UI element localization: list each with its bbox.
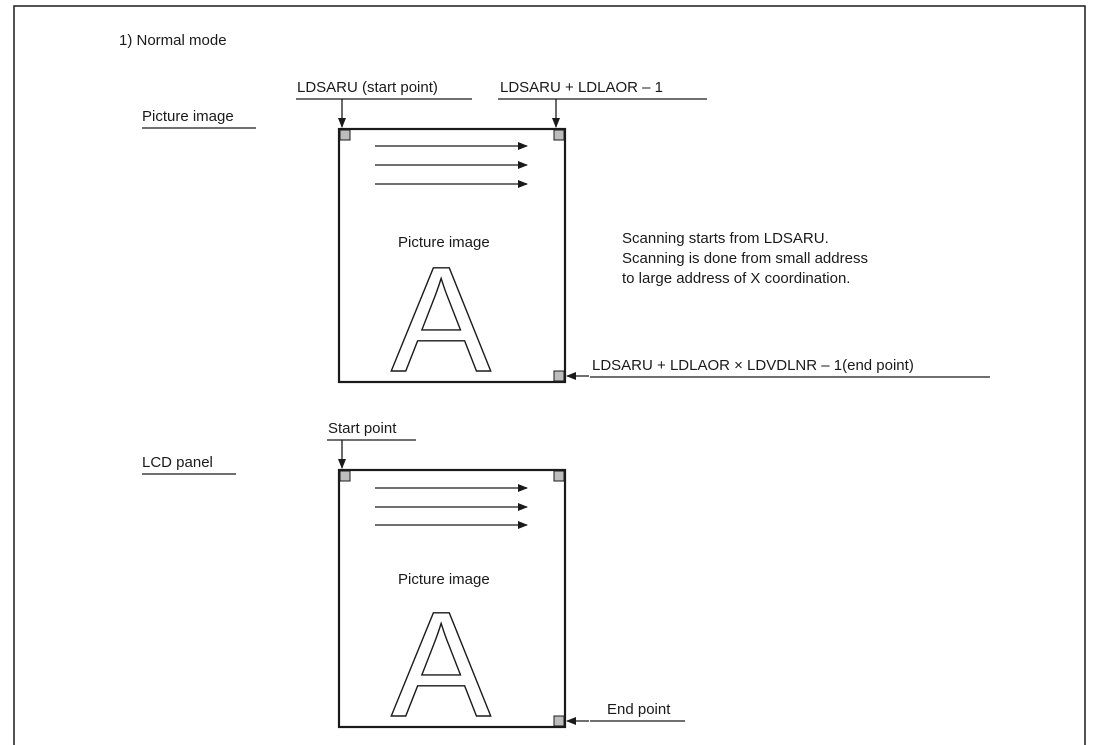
scan-note-line-2: Scanning is done from small address (622, 250, 868, 267)
start-point-label: LDSARU (start point) (297, 79, 438, 96)
lcd-corner-marker-bottom-right (554, 716, 564, 726)
picture-letter-a: A (391, 235, 491, 403)
scan-note-line-1: Scanning starts from LDSARU. (622, 230, 829, 247)
lcd-corner-marker-top-right (554, 471, 564, 481)
corner-marker-bottom-right (554, 371, 564, 381)
picture-image-side-label: Picture image (142, 108, 234, 125)
lcd-panel-diagram: LCD panel Start point Picture image A En… (142, 420, 685, 745)
section-title: 1) Normal mode (119, 32, 227, 49)
end-point-label: LDSARU + LDLAOR × LDVDLNR – 1(end point) (592, 357, 914, 374)
scan-note-line-3: to large address of X coordination. (622, 270, 850, 287)
lcd-corner-marker-top-left (340, 471, 350, 481)
picture-image-diagram: Picture image LDSARU (start point) LDSAR… (142, 79, 990, 403)
corner-marker-top-left (340, 130, 350, 140)
corner-marker-top-right (554, 130, 564, 140)
line-end-address-label: LDSARU + LDLAOR – 1 (500, 79, 663, 96)
lcd-start-point-label: Start point (328, 420, 397, 437)
lcd-picture-letter-a: A (391, 580, 491, 745)
lcd-end-point-label: End point (607, 701, 671, 718)
lcd-panel-side-label: LCD panel (142, 454, 213, 471)
